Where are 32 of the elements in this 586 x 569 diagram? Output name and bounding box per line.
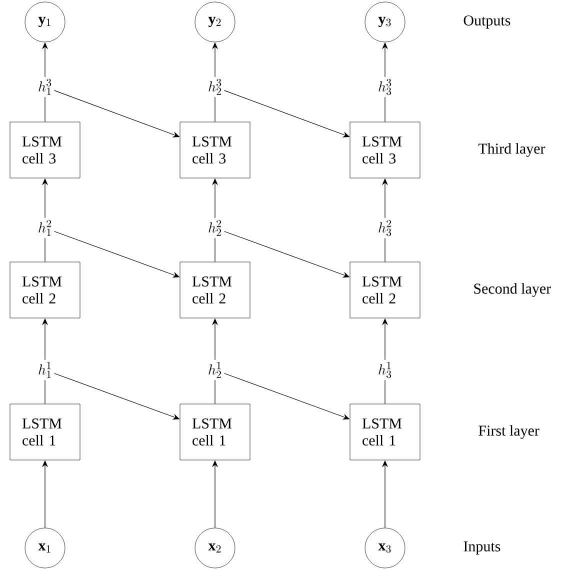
lstm-cell-box: LSTM cell 3: [10, 122, 80, 178]
lstm-cell-box: LSTM cell 2: [350, 262, 420, 318]
connector-line: [214, 380, 216, 404]
connector-line: [214, 96, 216, 122]
lstm-cell-box: LSTM cell 1: [180, 404, 250, 460]
connector-line: [384, 96, 386, 122]
hidden-state-label: $h_3^2$: [378, 220, 392, 236]
hidden-state-label: $h_2^2$: [208, 220, 221, 236]
hidden-state-label: $h_3^1$: [378, 362, 392, 378]
connector-line: [384, 238, 386, 262]
lstm-cell-box: LSTM cell 1: [350, 404, 420, 460]
layer-label: Inputs: [464, 542, 500, 554]
hidden-state-label: $h_1^2$: [38, 220, 51, 236]
connector-line: [44, 96, 46, 122]
hidden-state-label: $h_2^1$: [208, 362, 221, 378]
hidden-state-label: $h_3^3$: [378, 78, 392, 96]
hidden-state-label: $h_1^3$: [38, 78, 52, 95]
layer-label: Third layer: [478, 143, 546, 157]
lstm-cell-box: LSTM cell 3: [350, 122, 420, 178]
layer-label: Outputs: [464, 15, 510, 29]
connector-line: [44, 238, 46, 262]
lstm-cell-box: LSTM cell 2: [10, 262, 80, 318]
hidden-state-label: $h_2^3$: [208, 78, 222, 95]
layer-label: Second layer: [474, 283, 551, 297]
hidden-state-label: $h_1^1$: [38, 362, 51, 378]
lstm-cell-box: LSTM cell 2: [180, 262, 250, 318]
lstm-cell-box: LSTM cell 3: [180, 122, 250, 178]
connector-line: [44, 380, 46, 404]
lstm-cell-box: LSTM cell 1: [10, 404, 80, 460]
layer-label: First layer: [478, 425, 540, 439]
connector-line: [214, 238, 216, 262]
connector-line: [384, 380, 386, 404]
